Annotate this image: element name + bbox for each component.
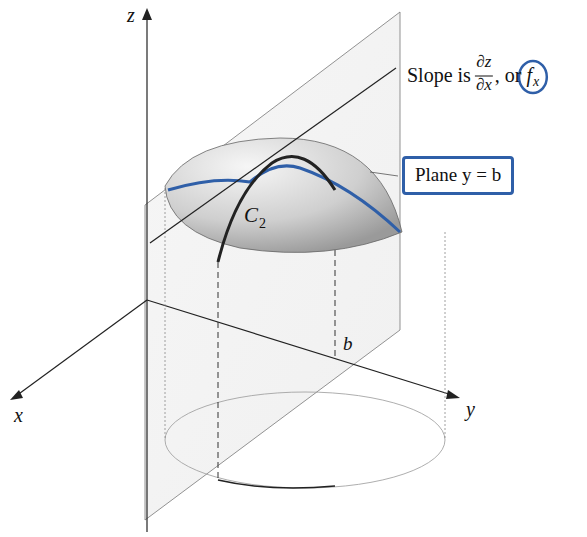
function-name: f: [527, 64, 533, 86]
slope-text: Slope is: [407, 64, 471, 86]
fraction-denominator: ∂x: [476, 76, 492, 95]
curve-subscript: 2: [259, 216, 266, 231]
slope-text: , or: [495, 64, 522, 86]
function-subscript: x: [533, 74, 539, 89]
axis-label: y: [466, 398, 475, 420]
axis-label: z: [127, 4, 135, 26]
highlight-circle: [519, 61, 547, 93]
fraction-numerator: ∂z: [476, 53, 491, 72]
curve-label: C: [244, 204, 258, 227]
plane-label: Plane y = b: [415, 164, 501, 185]
callout-box: Plane y = b: [402, 156, 514, 195]
axis-label: x: [14, 404, 23, 426]
axis-mark: b: [343, 334, 353, 355]
